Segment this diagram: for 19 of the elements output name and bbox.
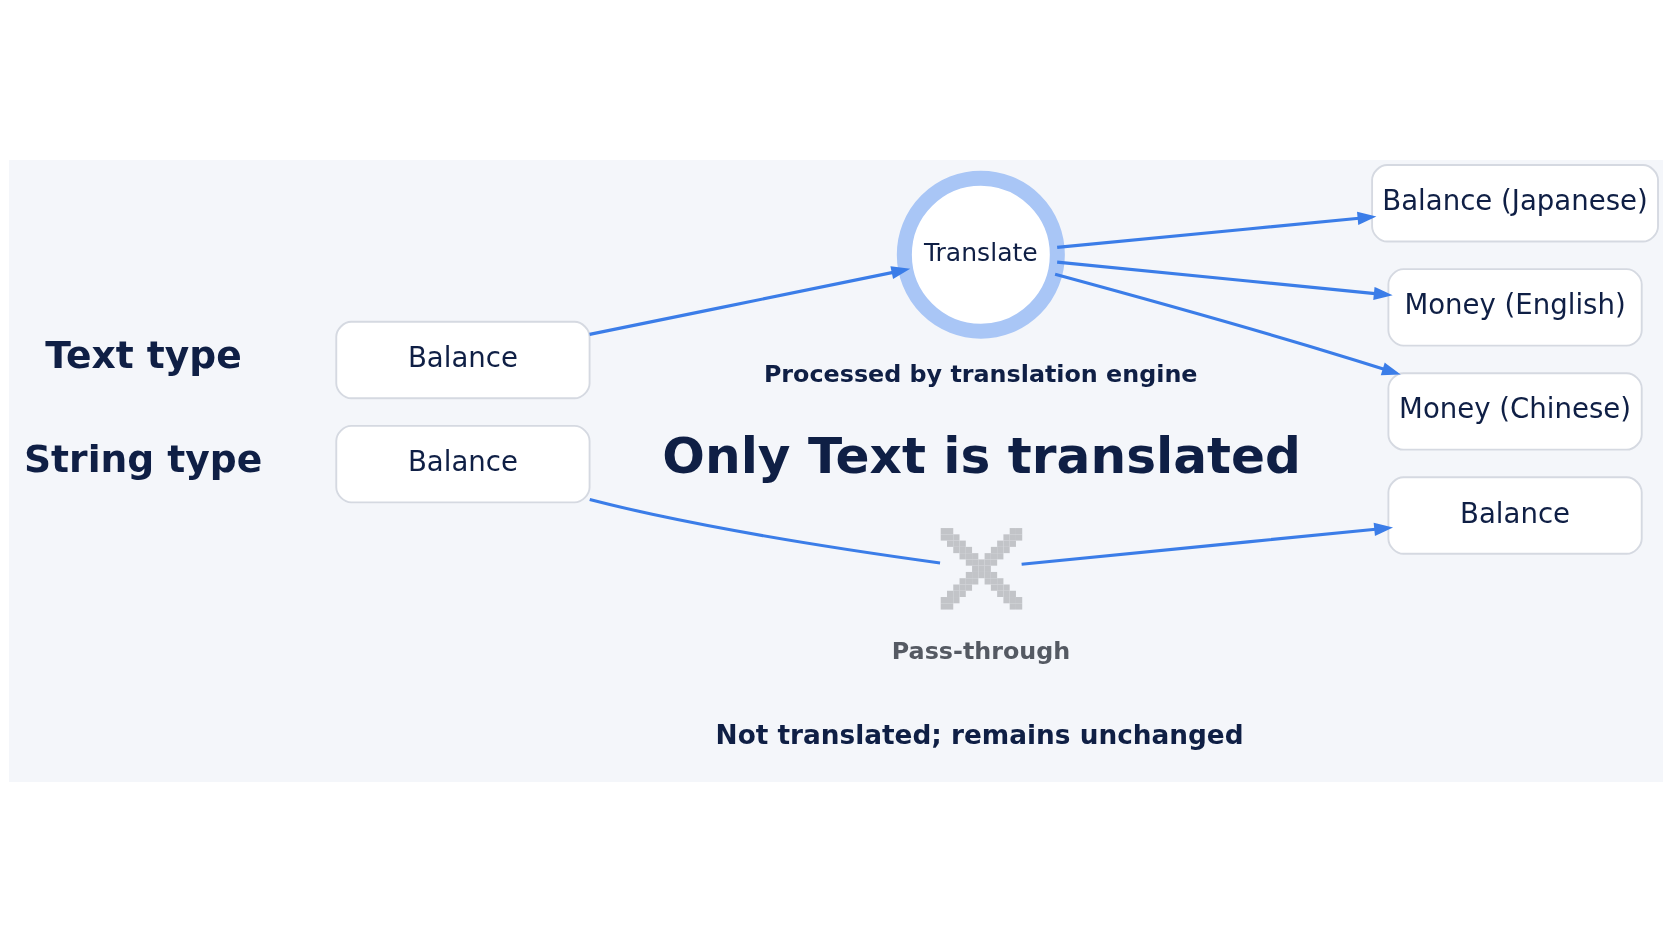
node-box: Balance bbox=[335, 320, 591, 399]
label: Only Text is translated bbox=[662, 425, 1301, 485]
arrow bbox=[1057, 211, 1377, 249]
node-label: Pass-through bbox=[891, 636, 1071, 665]
node-label: Processed by translation engine bbox=[763, 359, 1198, 388]
node-circle: Translate bbox=[896, 170, 1065, 339]
node-box: Money (Chinese) bbox=[1387, 371, 1643, 451]
node-box: Balance (Japanese) bbox=[1371, 163, 1659, 242]
arrow bbox=[1021, 522, 1394, 566]
label: String type bbox=[24, 436, 263, 481]
node-box: Balance bbox=[335, 424, 591, 503]
node-box: Money (English) bbox=[1387, 267, 1643, 347]
connector bbox=[589, 497, 941, 564]
node-box: Balance bbox=[1387, 475, 1643, 555]
arrow bbox=[1057, 260, 1393, 300]
label: Not translated; remains unchanged bbox=[715, 719, 1244, 750]
arrow bbox=[589, 265, 911, 336]
arrow bbox=[1054, 272, 1401, 375]
label: Text type bbox=[45, 332, 242, 377]
